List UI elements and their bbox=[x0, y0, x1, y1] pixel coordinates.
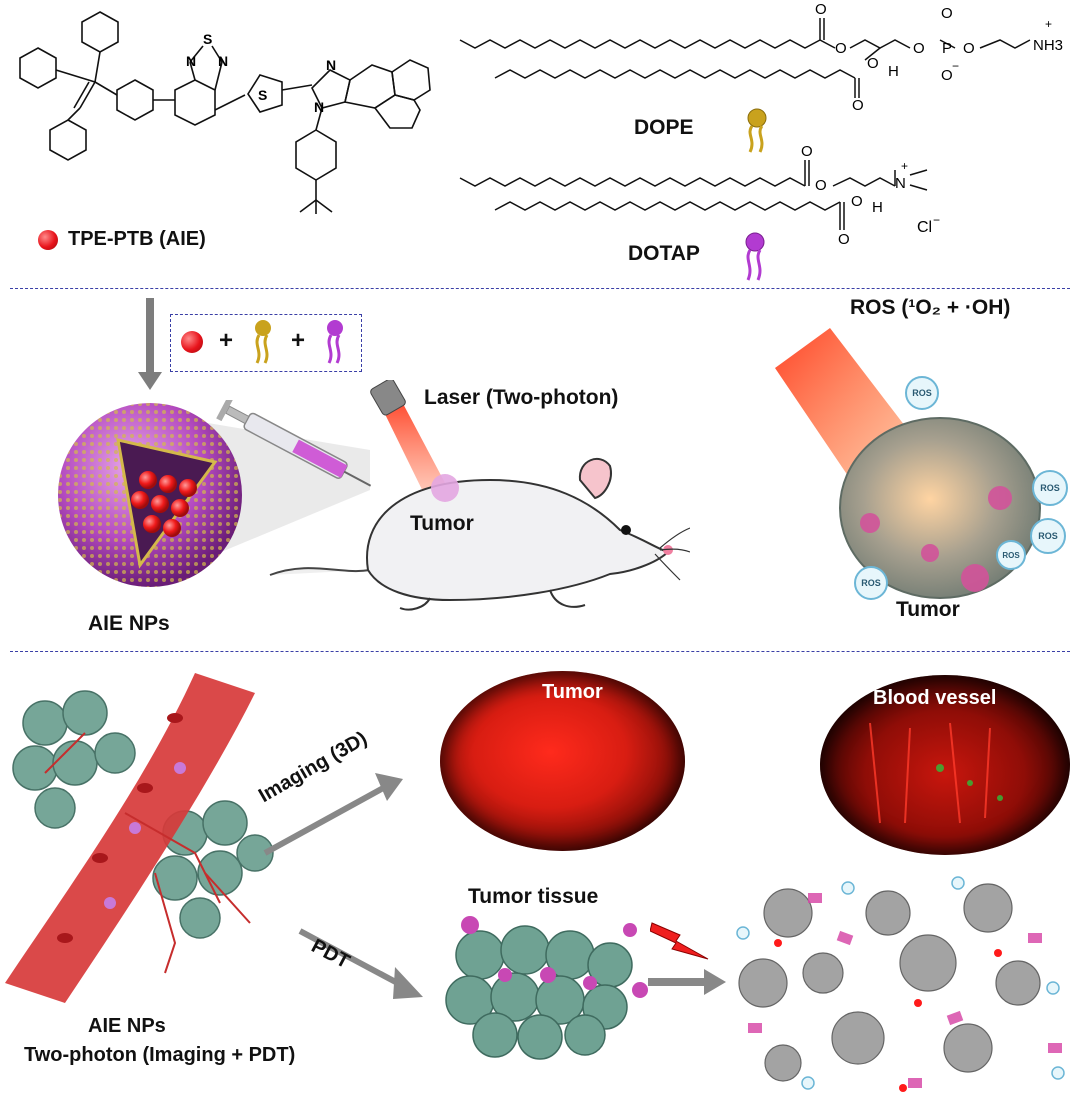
panel-imaging-pdt: Imaging (3D) PDT Tumor Blood vessel Tumo… bbox=[0, 653, 1080, 1109]
ros-bubble-label: ROS bbox=[912, 388, 932, 398]
dope-h: H bbox=[888, 63, 899, 80]
dope-structure: O O O O H O P O O O − NH3 + bbox=[459, 1, 1063, 110]
dope-p: P bbox=[942, 40, 952, 57]
dope-nh3: NH3 bbox=[1033, 37, 1063, 54]
dope-lipid-icon bbox=[255, 320, 271, 364]
dope-carbonyl-o-1: O bbox=[815, 1, 827, 18]
dotap-h: H bbox=[872, 199, 883, 216]
dotap-cl: Cl bbox=[917, 219, 932, 236]
dotap-label: DOTAP bbox=[628, 242, 700, 265]
dotap-n: N bbox=[895, 175, 906, 192]
dope-minus: − bbox=[952, 59, 959, 73]
bottom-label-aie-nps: AIE NPs bbox=[88, 1015, 166, 1037]
dope-phosphate-o-3: O bbox=[963, 40, 975, 57]
dotap-carbonyl-o-1: O bbox=[801, 143, 813, 160]
pdt-result-arrow-icon bbox=[648, 969, 726, 995]
dope-phosphate-o-4: O bbox=[941, 67, 953, 84]
ros-tumor-label: Tumor bbox=[896, 598, 960, 621]
mouse-tumor-label: Tumor bbox=[410, 512, 474, 535]
divider-top bbox=[10, 288, 1070, 289]
panel-chemistry: N N S S N N TPE-PTB (AIE) O O O O H O P … bbox=[0, 0, 1080, 285]
destroyed-tumor-cells-illustration bbox=[736, 876, 1065, 1092]
ros-bubble: ROS bbox=[996, 540, 1026, 570]
bottom-label-two-photon: Two-photon (Imaging + PDT) bbox=[24, 1044, 296, 1066]
vessel-signal-overlay bbox=[869, 723, 1003, 824]
dope-ester-o-2: O bbox=[867, 55, 879, 72]
dope-carbonyl-o-2: O bbox=[852, 97, 864, 110]
dope-label: DOPE bbox=[634, 116, 694, 139]
sulfur-atom-1: S bbox=[203, 31, 212, 47]
dope-phosphate-o-1: O bbox=[913, 40, 925, 57]
dotap-minus: − bbox=[933, 213, 940, 227]
laser-label: Laser (Two-photon) bbox=[424, 386, 619, 409]
dotap-plus: + bbox=[901, 159, 908, 173]
dotap-carbonyl-o-2: O bbox=[838, 231, 850, 248]
nitrogen-atom-4: N bbox=[314, 99, 324, 115]
dope-plus: + bbox=[1045, 17, 1052, 31]
down-arrow-icon bbox=[138, 298, 162, 390]
aie-dye-label: TPE-PTB (AIE) bbox=[68, 228, 206, 250]
mouse-illustration bbox=[269, 458, 690, 611]
ros-bubble-label: ROS bbox=[1040, 483, 1060, 493]
nitrogen-atom-1: N bbox=[186, 53, 196, 69]
ros-bubble-label: ROS bbox=[1038, 531, 1058, 541]
aie-nanoparticle-illustration bbox=[58, 400, 372, 587]
aie-nps-label: AIE NPs bbox=[88, 612, 170, 635]
dotap-structure: O O O O H N + Cl − bbox=[459, 143, 940, 248]
ros-bubble: ROS bbox=[1030, 518, 1066, 554]
panel-treatment: + + bbox=[0, 290, 1080, 650]
pdt-arrow-icon bbox=[298, 928, 423, 999]
dotap-ester-o-2: O bbox=[851, 193, 863, 210]
divider-bottom bbox=[10, 651, 1070, 652]
dotap-lipid-icon bbox=[327, 320, 343, 364]
lightning-icon bbox=[650, 922, 709, 960]
dope-phosphate-o-2: O bbox=[941, 5, 953, 22]
blood-vessel-tumor-illustration bbox=[5, 673, 274, 1003]
nitrogen-atom-2: N bbox=[218, 53, 228, 69]
aie-dye-sphere-icon bbox=[181, 331, 203, 353]
tumor-3d-image bbox=[440, 671, 685, 851]
dope-ester-o-1: O bbox=[835, 40, 847, 57]
blood-vessel-3d-image bbox=[820, 675, 1070, 855]
blood-vessel-image-label: Blood vessel bbox=[873, 687, 997, 709]
tumor-image-label: Tumor bbox=[542, 681, 603, 703]
ros-bubble-label: ROS bbox=[861, 578, 881, 588]
ros-bubble: ROS bbox=[854, 566, 888, 600]
ros-tumor-illustration bbox=[775, 328, 1041, 599]
formula-box: + + bbox=[170, 314, 362, 372]
plus-sign-2: + bbox=[291, 327, 306, 354]
dope-lipid-icon bbox=[747, 108, 767, 153]
imaging-arrow-icon bbox=[263, 773, 403, 856]
ros-bubble: ROS bbox=[905, 376, 939, 410]
ros-title: ROS (¹O₂ + ·OH) bbox=[850, 296, 1011, 319]
aie-dye-sphere-icon bbox=[38, 230, 58, 250]
plus-sign-1: + bbox=[219, 327, 234, 354]
tumor-tissue-label: Tumor tissue bbox=[468, 885, 599, 908]
sulfur-atom-2: S bbox=[258, 87, 267, 103]
dotap-ester-o-1: O bbox=[815, 177, 827, 194]
ros-bubble: ROS bbox=[1032, 470, 1068, 506]
nitrogen-atom-3: N bbox=[326, 57, 336, 73]
tumor-tissue-illustration bbox=[445, 916, 648, 1060]
tpe-ptb-structure: N N S S N N bbox=[19, 11, 431, 214]
dotap-lipid-icon bbox=[745, 232, 765, 281]
ros-bubble-label: ROS bbox=[1002, 550, 1020, 560]
